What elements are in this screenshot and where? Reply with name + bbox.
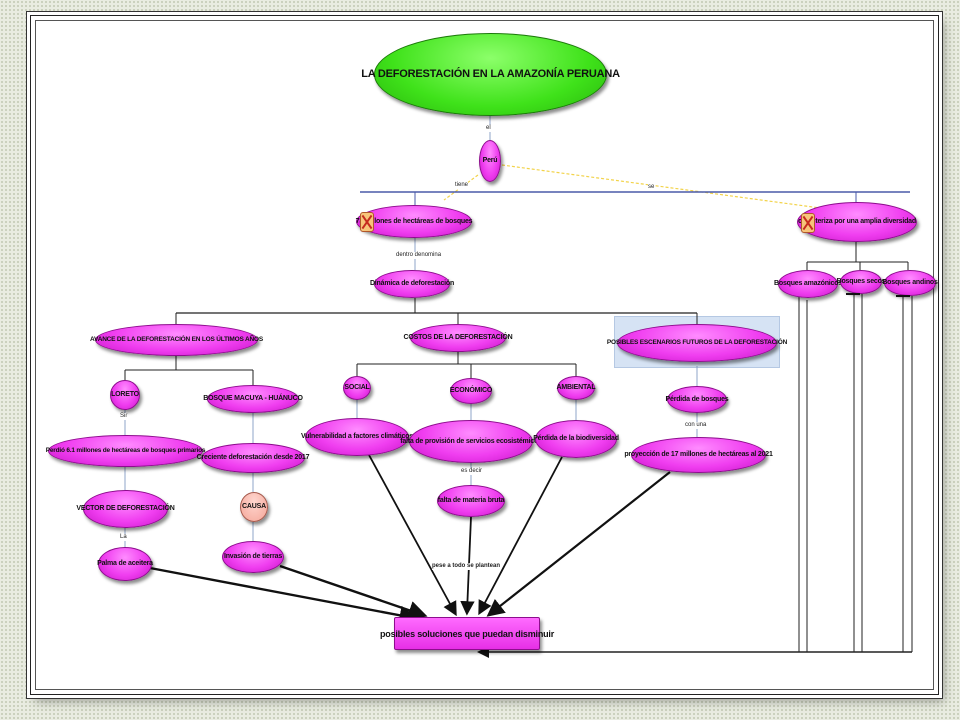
link-label-es-decir: es decir (461, 468, 483, 475)
slide-inner-border (35, 20, 934, 690)
link-label-se: se (648, 184, 655, 191)
ecosystem-node[interactable]: falta de provisión de servicios ecosisté… (400, 420, 542, 463)
scenarios-node[interactable]: POSIBLES ESCENARIOS FUTUROS DE LA DEFORE… (607, 324, 787, 362)
marker-bar (846, 293, 860, 295)
hectares-node[interactable]: 73 millones de hectáreas de bosques (356, 205, 473, 238)
economic-node[interactable]: ECONÓMICO (450, 378, 492, 404)
root-topic-node[interactable]: LA DEFORESTACIÓN EN LA AMAZONÍA PERUANA (361, 33, 620, 116)
growing-node[interactable]: Creciente deforestación desde 2017 (197, 443, 310, 473)
vulnerability-node[interactable]: Vulnerabilidad a factores climáticos (301, 418, 413, 456)
diversity-node[interactable]: caracteriza por una amplia diversidad (797, 202, 917, 242)
link-label-la: La (120, 534, 127, 541)
link-label-tiene: tiene (455, 182, 469, 189)
causa-node[interactable]: CAUSA (240, 492, 268, 522)
loreto-node[interactable]: LORETO (110, 380, 140, 410)
biodiversity-node[interactable]: Pérdida de la biodiversidad (533, 420, 619, 458)
link-label-dentro: dentro denomina (396, 252, 442, 259)
invasion-node[interactable]: Invasión de tierras (222, 541, 284, 573)
solutions-node[interactable]: posibles soluciones que puedan disminuir (380, 617, 554, 650)
marker-bar (896, 295, 910, 297)
raw-material-node[interactable]: falta de materia bruta (437, 485, 505, 517)
dynamics-node[interactable]: Dinámica de deforestación (370, 270, 454, 298)
link-label-pese: pese a todo se plantean (432, 563, 501, 570)
attachment-x-icon[interactable] (360, 212, 374, 232)
attachment-x-icon[interactable] (801, 213, 815, 233)
costs-node[interactable]: COSTOS DE LA DEFORESTACIÓN (404, 324, 513, 352)
link-label-el: el (486, 125, 491, 132)
link-label-sir: Sir (120, 413, 128, 420)
lost-61-node[interactable]: Perdió 6.1 millones de hectáreas de bosq… (46, 435, 205, 467)
advance-node[interactable]: AVANCE DE LA DEFORESTACIÓN EN LOS ÚLTIMO… (90, 324, 263, 356)
vector-node[interactable]: VECTOR DE DEFORESTACIÓN (76, 490, 175, 528)
social-node[interactable]: SOCIAL (343, 376, 371, 400)
amazon-forests-node[interactable]: Bosques amazónicos (774, 270, 842, 298)
dry-forests-node[interactable]: Bosques secos (837, 270, 886, 294)
link-label-con-una: con una (685, 422, 707, 429)
environmental-node[interactable]: AMBIENTAL (557, 376, 596, 400)
projection-node[interactable]: proyección de 17 millones de hectáreas a… (624, 437, 773, 473)
palm-node[interactable]: Palma de aceitera (97, 547, 153, 581)
andean-forests-node[interactable]: Bosques andinos (882, 270, 938, 296)
peru-node[interactable]: Perú (479, 140, 501, 182)
macuya-node[interactable]: BOSQUE MACUYA - HUÁNUCO (203, 385, 303, 413)
forest-loss-node[interactable]: Pérdida de bosques (666, 386, 729, 413)
